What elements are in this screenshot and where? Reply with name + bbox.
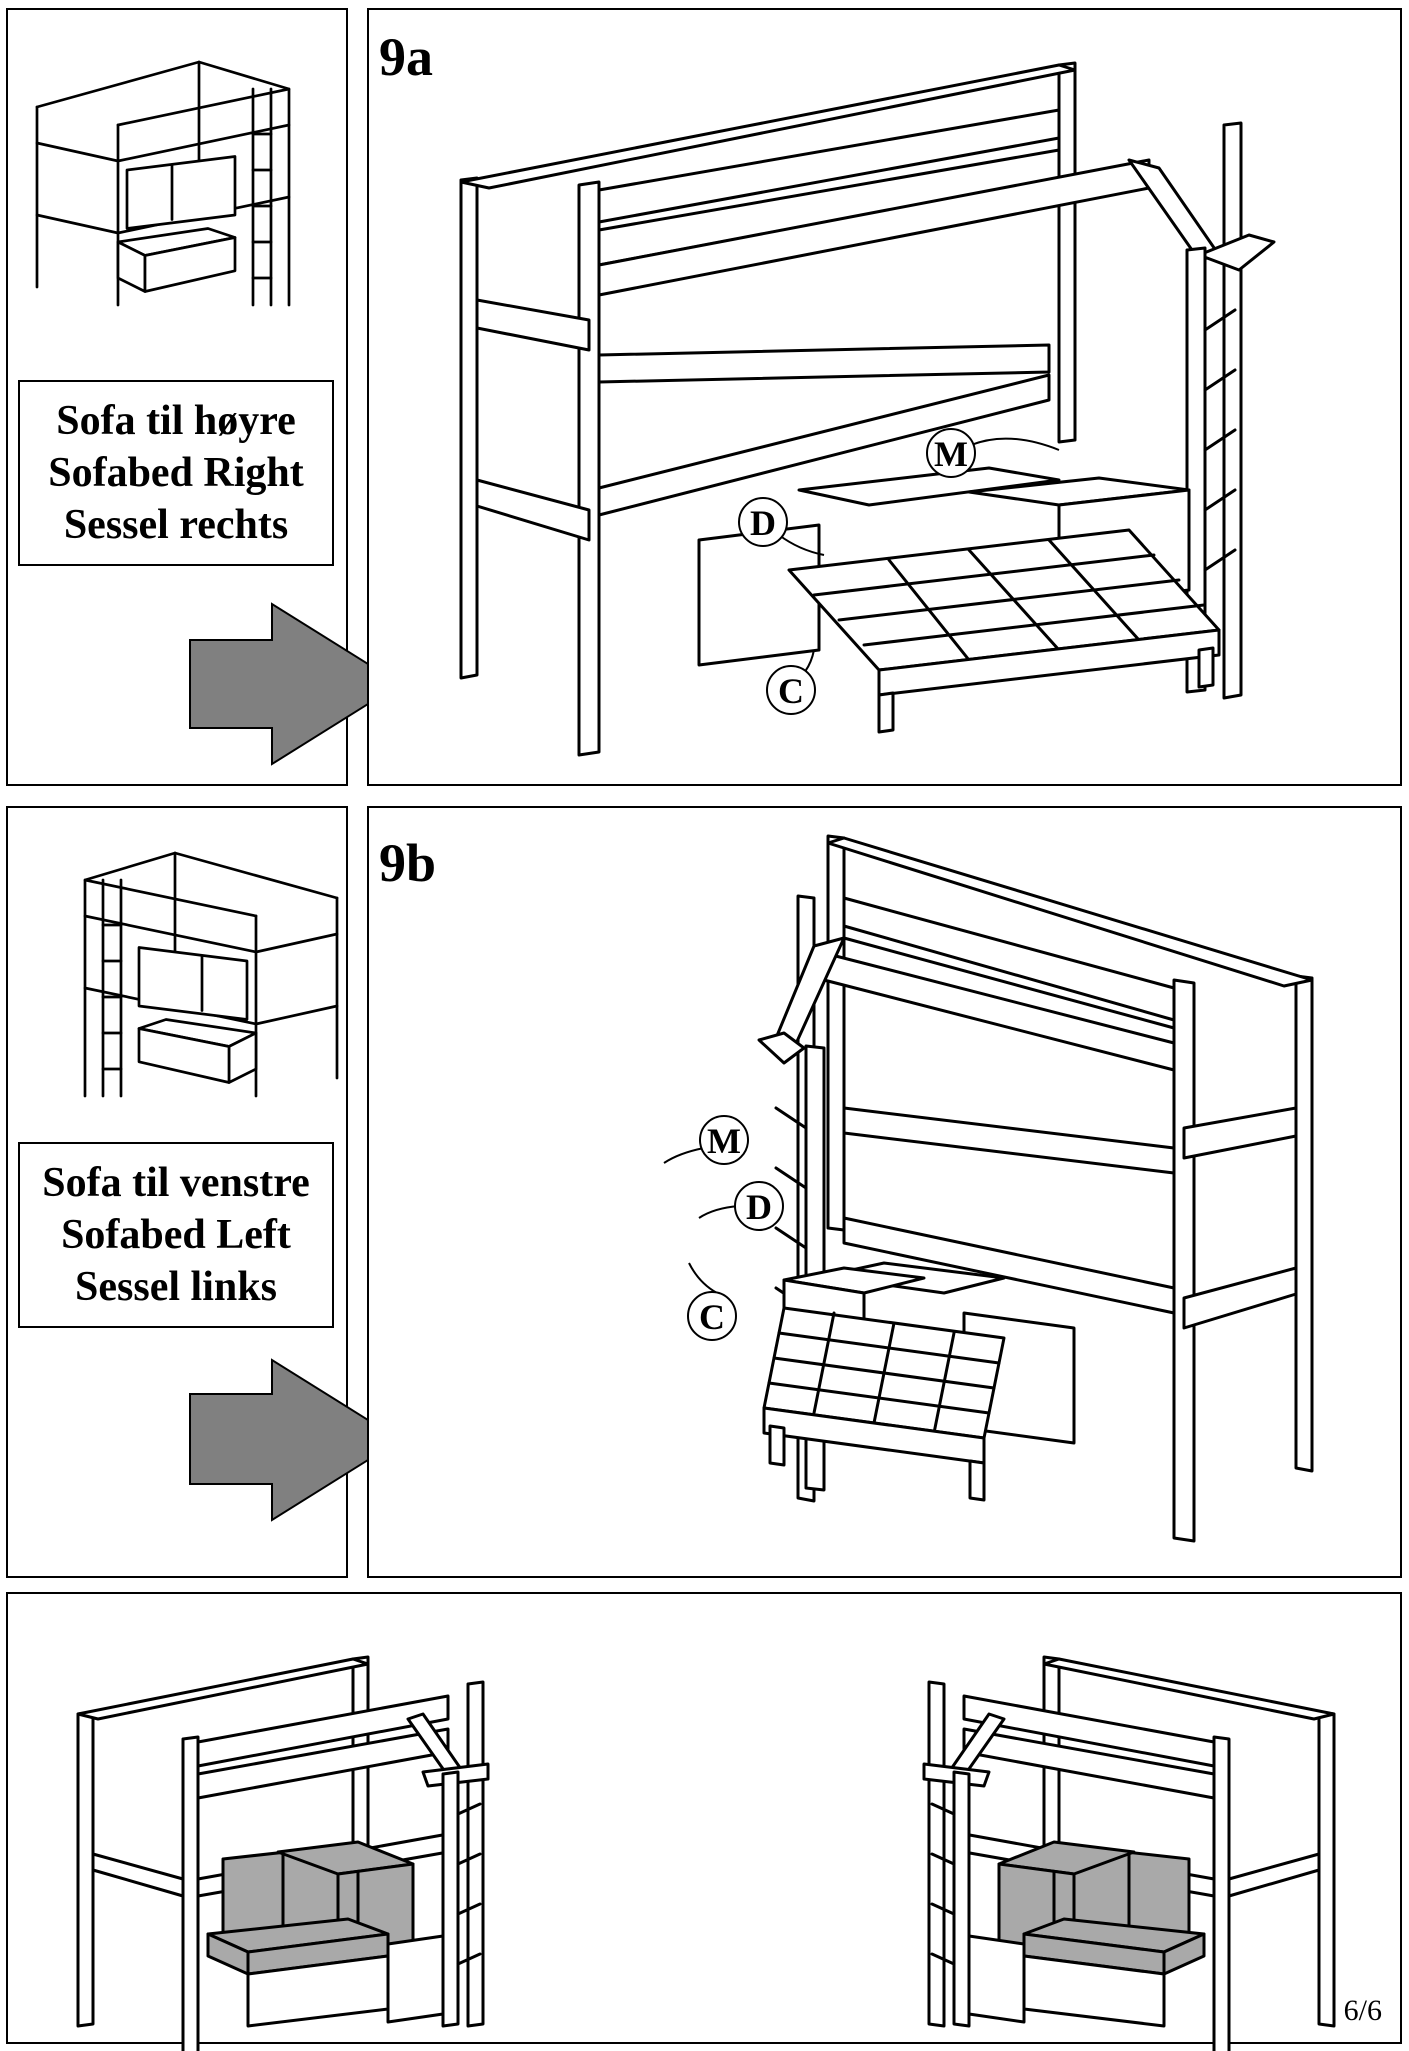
step-9a-illustration: M D C: [459, 61, 1276, 757]
finished-sofabed-right-illustration: [76, 1655, 490, 2051]
step-number: 9b: [379, 833, 437, 893]
label-line-norwegian: Sofa til høyre: [56, 398, 296, 444]
callout-m: M: [699, 1115, 749, 1165]
callout-c: C: [766, 665, 816, 715]
callout-d: D: [738, 497, 788, 547]
thumbnail-panel-right: Sofa til høyre Sofabed Right Sessel rech…: [6, 8, 348, 786]
sofabed-right-thumbnail-illustration: [35, 60, 291, 307]
step-9b-panel: 9b: [367, 806, 1402, 1578]
step-9b-illustration: M D C: [663, 834, 1314, 1543]
step-9a-panel: 9a: [367, 8, 1402, 786]
finished-assembly-panel: 6/6: [6, 1592, 1402, 2051]
callout-c: C: [687, 1291, 737, 1341]
finished-sofabed-left-illustration: [922, 1655, 1336, 2051]
svg-text:C: C: [699, 1297, 725, 1337]
svg-text:M: M: [707, 1121, 741, 1161]
label-line-english: Sofabed Right: [48, 450, 304, 496]
sofabed-left-thumbnail-illustration: [83, 851, 339, 1098]
page-number: 6/6: [1343, 1994, 1382, 2027]
svg-text:M: M: [934, 434, 968, 474]
step-number: 9a: [379, 27, 433, 87]
sofabed-right-label: Sofa til høyre Sofabed Right Sessel rech…: [18, 380, 334, 566]
label-line-norwegian: Sofa til venstre: [42, 1160, 310, 1206]
label-line-german: Sessel links: [75, 1264, 277, 1310]
callout-m: M: [926, 428, 976, 478]
callout-d: D: [734, 1181, 784, 1231]
svg-text:C: C: [778, 671, 804, 711]
label-line-german: Sessel rechts: [63, 502, 289, 548]
sofabed-left-label: Sofa til venstre Sofabed Left Sessel lin…: [18, 1142, 334, 1328]
svg-text:D: D: [746, 1187, 772, 1227]
label-line-english: Sofabed Left: [61, 1212, 291, 1258]
svg-text:D: D: [750, 503, 776, 543]
